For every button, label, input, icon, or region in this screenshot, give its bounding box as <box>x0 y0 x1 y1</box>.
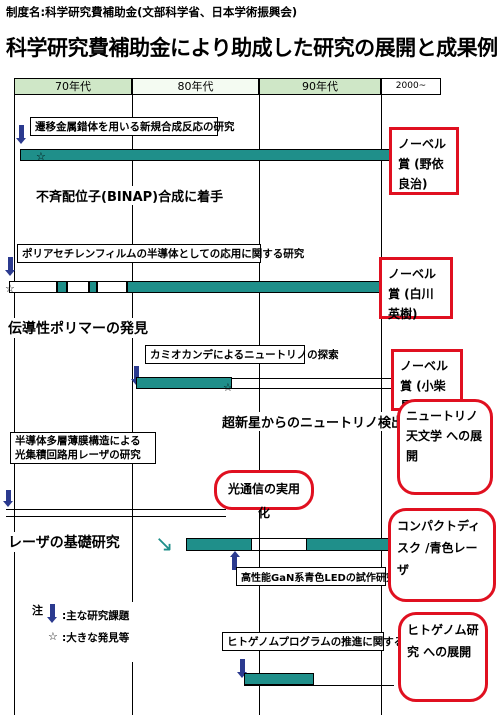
timeline-bar-2f <box>127 281 381 293</box>
topic-box-2: ポリアセチレンフィルムの半導体としての応用に関する研究 <box>17 244 304 263</box>
research-marker-2 <box>5 257 15 276</box>
timeline-bar-2e <box>97 281 127 293</box>
timeline-line-3b <box>232 388 392 389</box>
discovery-label-2: 伝導性ポリマーの発見 <box>8 318 148 338</box>
legend-star-text: :大きな発見等 <box>62 632 130 644</box>
gridline-70s <box>14 95 15 715</box>
legend-star-icon: ☆ <box>48 630 58 643</box>
discovery-label-3: 超新星からのニュートリノ検出 <box>222 412 405 431</box>
subtitle: 制度名:科学研究費補助金(文部科学省、日本学術振興会) <box>6 5 298 19</box>
result-box-2: ノーベル賞 (白川英樹) <box>379 257 453 321</box>
topic-box-3: カミオカンデによるニュートリノの探索 <box>145 345 339 364</box>
timeline-line-4a <box>6 509 226 510</box>
discovery-star-1: ☆ <box>36 150 46 163</box>
discovery-label-4: レーザの基礎研究 <box>8 532 120 552</box>
subtopic-box-4: 高性能GaN系青色LEDの試作研究 <box>236 567 396 586</box>
gridline-2000s <box>381 95 382 715</box>
timeline-bar-3 <box>136 377 232 389</box>
discovery-label-1: 不斉配位子(BINAP)合成に着手 <box>36 186 224 205</box>
legend-marker-icon <box>47 604 57 623</box>
discovery-star-2: ☆ <box>5 282 15 295</box>
decade-90s: 90年代 <box>259 78 381 95</box>
page-title: 科学研究費補助金により助成した研究の展開と成果例 <box>6 36 498 60</box>
legend: 注 :主な研究課題 ☆ :大きな発見等 <box>32 602 156 662</box>
result-box-5: ヒトゲノム研究 への展開 <box>398 612 488 702</box>
arrow-icon: ↘ <box>155 532 174 557</box>
decade-80s: 80年代 <box>132 78 259 95</box>
topic-box-4: 半導体多層薄膜構造による光集積回路用レーザの研究 <box>10 432 156 464</box>
gridline-90s <box>259 95 260 715</box>
result-box-4b: コンパクトディスク /青色レーザ <box>388 508 496 602</box>
timeline-line-3a <box>232 378 392 379</box>
timeline-bar-2a <box>9 281 57 293</box>
legend-note: 注 <box>32 604 43 617</box>
gridline-80s <box>132 95 133 715</box>
timeline-bar-4b <box>306 538 390 551</box>
discovery-star-3: ☆ <box>223 381 233 394</box>
topic-box-5: ヒトゲノムプログラムの推進に関する研究 <box>222 632 425 651</box>
decade-2000s: 2000~ <box>381 78 441 95</box>
timeline-line-4b <box>6 516 226 517</box>
timeline-bar-2c <box>67 281 89 293</box>
timeline-bar-2b <box>57 281 67 293</box>
result-box-4a: 光通信の実用化 <box>214 470 314 520</box>
timeline-bar-2d <box>89 281 97 293</box>
research-marker-5 <box>237 659 247 678</box>
topic-box-1: 遷移金属錯体を用いる新規合成反応の研究 <box>30 117 235 136</box>
timeline-bar-5 <box>244 673 314 685</box>
result-box-3b: ニュートリノ天文学 への展開 <box>397 399 493 495</box>
legend-marker-text: :主な研究課題 <box>62 610 130 622</box>
timeline-line-4c <box>252 538 308 539</box>
decade-70s: 70年代 <box>14 78 132 95</box>
timeline-line-5 <box>244 685 394 686</box>
research-marker-4 <box>3 490 13 507</box>
research-marker-1 <box>16 125 26 144</box>
timeline-line-4d <box>252 550 308 551</box>
result-box-1: ノーベル賞 (野依良治) <box>389 127 459 195</box>
timeline-bar-4a <box>186 538 252 551</box>
timeline-bar-1 <box>20 149 390 161</box>
